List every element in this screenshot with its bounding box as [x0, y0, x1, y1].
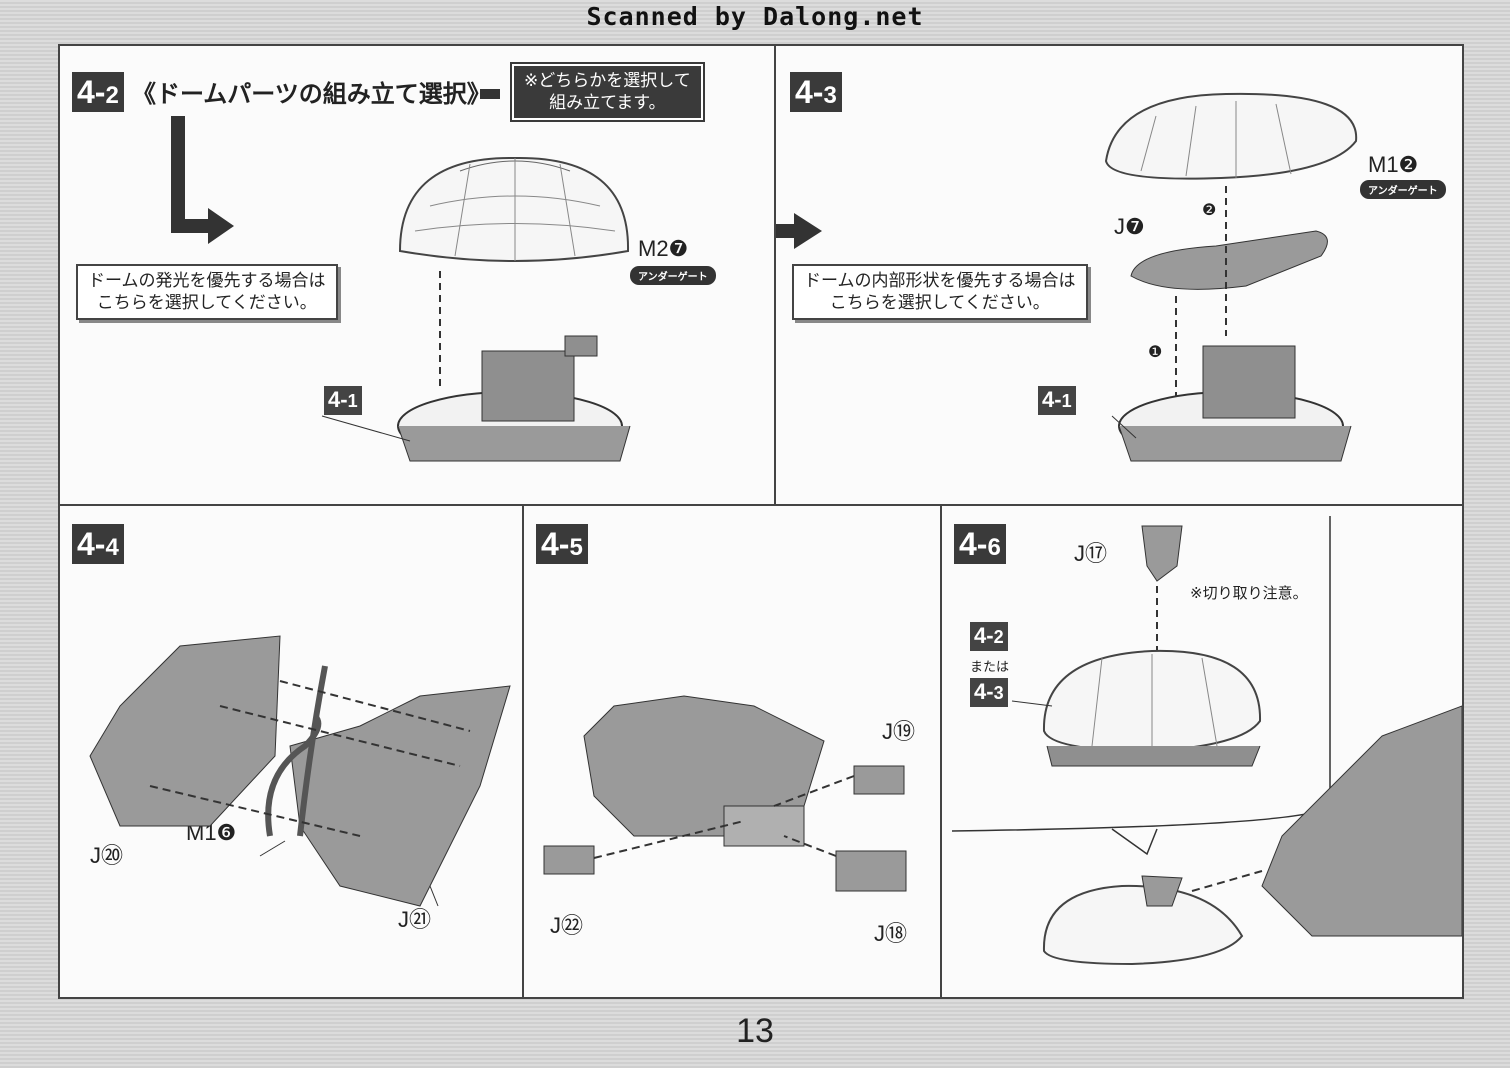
step-number: 4-2: [72, 72, 124, 112]
assembly-illustration-4-5: [543, 695, 907, 892]
subassembly-tag: 4-1: [324, 386, 362, 415]
panel-4-4: 4-4 J⑳ M1❻ J㉑: [60, 506, 524, 997]
step-number: 4-5: [536, 524, 588, 564]
callout-light-priority: ドームの発光を優先する場合は こちらを選択してください。: [76, 264, 338, 320]
callout-shape-priority: ドームの内部形状を優先する場合は こちらを選択してください。: [792, 264, 1088, 320]
subassembly-tag: 4-1: [1038, 386, 1076, 415]
assembly-illustration-4-2: [171, 89, 631, 462]
panel-4-5: 4-5 J⑲ J㉒ J⑱: [524, 506, 942, 997]
instruction-sheet: 4-2 《ドームパーツの組み立て選択》 ※どちらかを選択して 組み立てます。 ド…: [58, 44, 1464, 999]
or-label: または: [970, 660, 1010, 675]
part-label-j22: J㉒: [550, 913, 584, 938]
part-label-j21: J㉑: [398, 907, 432, 932]
panel-title: 《ドームパーツの組み立て選択》: [132, 79, 491, 108]
step-number: 4-3: [790, 72, 842, 112]
part-label-j17: J⑰: [1074, 541, 1108, 566]
panel-4-3: 4-3 ドームの内部形状を優先する場合は こちらを選択してください。 M1❷ ア…: [776, 46, 1462, 506]
assembly-illustration-4-4: [89, 635, 511, 907]
page-number: 13: [736, 1012, 774, 1050]
order-marker-2: ❷: [1202, 202, 1217, 219]
subassembly-tag-4-3: 4-3: [970, 678, 1008, 707]
assembly-illustration-4-6: [951, 516, 1462, 966]
panel-4-6: 4-6 J⑰ ※切り取り注意。 4-2 または 4-3: [942, 506, 1462, 997]
part-label-j7: J❼: [1114, 214, 1145, 239]
order-marker-1: ❶: [1148, 344, 1163, 361]
undergate-badge: アンダーゲート: [630, 266, 716, 285]
undergate-badge: アンダーゲート: [1360, 180, 1446, 199]
part-label-m1-2: M1❷: [1368, 152, 1419, 177]
scan-banner: Scanned by Dalong.net: [586, 2, 924, 31]
part-label-j18: J⑱: [874, 921, 908, 946]
step-number: 4-4: [72, 524, 124, 564]
part-label-m2-7: M2❼: [638, 236, 689, 261]
cutting-caution: ※切り取り注意。: [1190, 584, 1308, 602]
part-label-j19: J⑲: [882, 719, 916, 744]
subassembly-tag-4-2: 4-2: [970, 622, 1008, 651]
assembly-illustration-4-3: [776, 92, 1358, 462]
part-label-j20: J⑳: [90, 843, 124, 868]
panel-4-2: 4-2 《ドームパーツの組み立て選択》 ※どちらかを選択して 組み立てます。 ド…: [60, 46, 776, 506]
selection-note: ※どちらかを選択して 組み立てます。: [510, 62, 705, 122]
step-number: 4-6: [954, 524, 1006, 564]
